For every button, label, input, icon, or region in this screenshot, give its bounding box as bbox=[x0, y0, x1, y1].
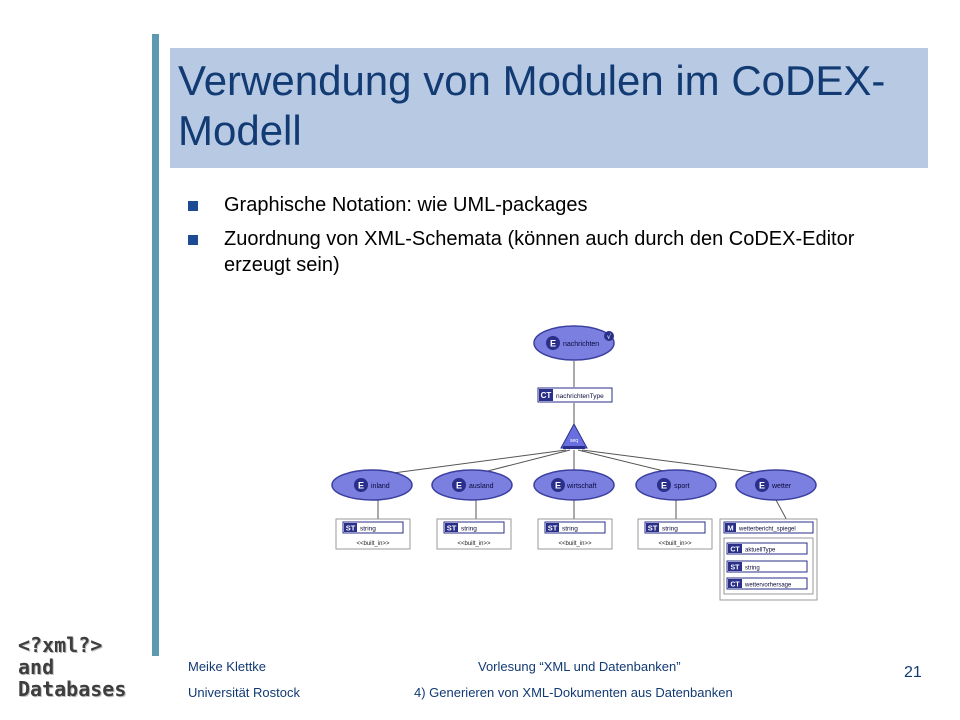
child-label: wetter bbox=[771, 483, 792, 490]
st-stereotype: <<built_in>> bbox=[457, 541, 491, 547]
ct-badge-icon bbox=[728, 579, 742, 588]
module-badge-icon bbox=[725, 523, 736, 532]
st-badge: ST bbox=[346, 524, 356, 533]
ct-badge-icon bbox=[728, 544, 742, 553]
element-badge-icon bbox=[657, 478, 671, 492]
child-label: ausland bbox=[469, 483, 494, 490]
bullet-item: Graphische Notation: wie UML-packages bbox=[188, 192, 908, 218]
child-element-wirtschaft[interactable]: E wirtschaft bbox=[533, 469, 615, 501]
st-badge: ST bbox=[648, 524, 658, 533]
module-item-badge: CT bbox=[730, 582, 740, 589]
bullet-list: Graphische Notation: wie UML-packages Zu… bbox=[188, 192, 908, 286]
element-badge-icon bbox=[354, 478, 368, 492]
child-element-inland[interactable]: E inland bbox=[331, 469, 413, 501]
module-item-label: string bbox=[745, 566, 760, 572]
check-mark: √ bbox=[607, 333, 612, 341]
st-label: string bbox=[662, 526, 678, 533]
child-badge: E bbox=[759, 481, 765, 491]
module-item-box bbox=[726, 560, 808, 573]
st-badge-icon bbox=[546, 523, 559, 532]
footer-author: Meike Klettke bbox=[188, 659, 267, 674]
simple-type-box-inland[interactable]: ST string <<built_in>> bbox=[335, 518, 411, 550]
st-stereotype: <<built_in>> bbox=[658, 541, 692, 547]
child-badge: E bbox=[661, 481, 667, 491]
footer-chapter: 4) Generieren von XML-Dokumenten aus Dat… bbox=[414, 685, 733, 700]
ct-badge: CT bbox=[541, 391, 552, 400]
st-badge: ST bbox=[447, 524, 457, 533]
edge-seq-to-wetter bbox=[581, 449, 777, 476]
module-item-badge: CT bbox=[730, 547, 740, 554]
title-box: Verwendung von Modulen im CoDEX-Modell bbox=[170, 48, 928, 168]
st-stereotype: <<built_in>> bbox=[356, 541, 390, 547]
bullet-square-icon bbox=[188, 235, 198, 245]
st-badge-icon bbox=[728, 562, 742, 571]
simple-type-box-wirtschaft[interactable]: ST string <<built_in>> bbox=[537, 518, 613, 550]
module-item-label: aktuellType bbox=[745, 548, 776, 554]
ct-badge-icon bbox=[539, 389, 553, 401]
module-item-badge: ST bbox=[731, 565, 741, 572]
st-badge-icon bbox=[646, 523, 659, 532]
module-badge: M bbox=[727, 524, 733, 533]
simple-type-box-ausland[interactable]: ST string <<built_in>> bbox=[436, 518, 512, 550]
st-badge-icon bbox=[445, 523, 458, 532]
diagram-edges bbox=[377, 361, 811, 564]
st-label: string bbox=[461, 526, 477, 533]
slide-title: Verwendung von Modulen im CoDEX-Modell bbox=[178, 57, 886, 154]
bullet-text: Graphische Notation: wie UML-packages bbox=[224, 194, 588, 216]
ct-label: nachrichtenType bbox=[556, 393, 604, 400]
element-badge-icon bbox=[755, 478, 769, 492]
element-badge-icon bbox=[546, 336, 560, 350]
bullet-square-icon bbox=[188, 201, 198, 211]
module-box-wetterbericht[interactable]: M wetterbericht_spiegel CT aktuellType S… bbox=[719, 518, 818, 601]
module-label: wetterbericht_spiegel bbox=[738, 527, 796, 533]
child-badge: E bbox=[456, 481, 462, 491]
page-number: 21 bbox=[904, 664, 922, 681]
root-badge: E bbox=[550, 339, 556, 349]
module-item-label: wettervorhersage bbox=[744, 583, 792, 589]
edge-seq-to-ausland bbox=[475, 449, 571, 475]
child-label: sport bbox=[674, 483, 690, 490]
child-element-sport[interactable]: E sport bbox=[635, 469, 717, 501]
element-badge-icon bbox=[452, 478, 466, 492]
logo-line: <?xml?> bbox=[18, 633, 103, 657]
child-label: inland bbox=[371, 483, 390, 490]
xml-and-databases-logo: <?xml?> and Databases bbox=[18, 634, 154, 710]
st-badge: ST bbox=[548, 524, 558, 533]
simple-type-box-sport[interactable]: ST string <<built_in>> bbox=[637, 518, 713, 550]
module-item-box bbox=[726, 542, 808, 555]
logo-line: and bbox=[18, 655, 55, 679]
st-label: string bbox=[562, 526, 578, 533]
footer-course: Vorlesung “XML und Datenbanken” bbox=[478, 659, 681, 674]
st-badge-icon bbox=[344, 523, 357, 532]
child-element-ausland[interactable]: E ausland bbox=[431, 469, 513, 501]
bullet-text: Zuordnung von XML-Schemata (können auch … bbox=[224, 228, 855, 276]
element-badge-icon bbox=[551, 478, 565, 492]
child-label: wirtschaft bbox=[566, 483, 597, 490]
seq-ports-icon bbox=[563, 446, 585, 449]
module-item-box bbox=[726, 577, 808, 590]
edge-seq-to-inland bbox=[377, 449, 567, 476]
logo-line: Databases bbox=[18, 677, 127, 701]
complex-type-node[interactable]: CT nachrichtenType bbox=[537, 387, 613, 403]
st-stereotype: <<built_in>> bbox=[558, 541, 592, 547]
root-label: nachrichten bbox=[563, 341, 599, 348]
sequence-group-node[interactable]: seq bbox=[560, 422, 588, 449]
edge-seq-to-sport bbox=[577, 449, 677, 475]
child-badge: E bbox=[555, 481, 561, 491]
st-label: string bbox=[360, 526, 376, 533]
bullet-item: Zuordnung von XML-Schemata (können auch … bbox=[188, 226, 908, 278]
left-accent-bar bbox=[152, 34, 159, 656]
check-badge-icon bbox=[604, 331, 614, 341]
seq-label: seq bbox=[570, 438, 578, 444]
footer-university: Universität Rostock bbox=[188, 685, 300, 700]
root-element-node[interactable]: E nachrichten √ bbox=[533, 325, 615, 361]
child-badge: E bbox=[358, 481, 364, 491]
child-element-wetter[interactable]: E wetter bbox=[735, 469, 817, 501]
